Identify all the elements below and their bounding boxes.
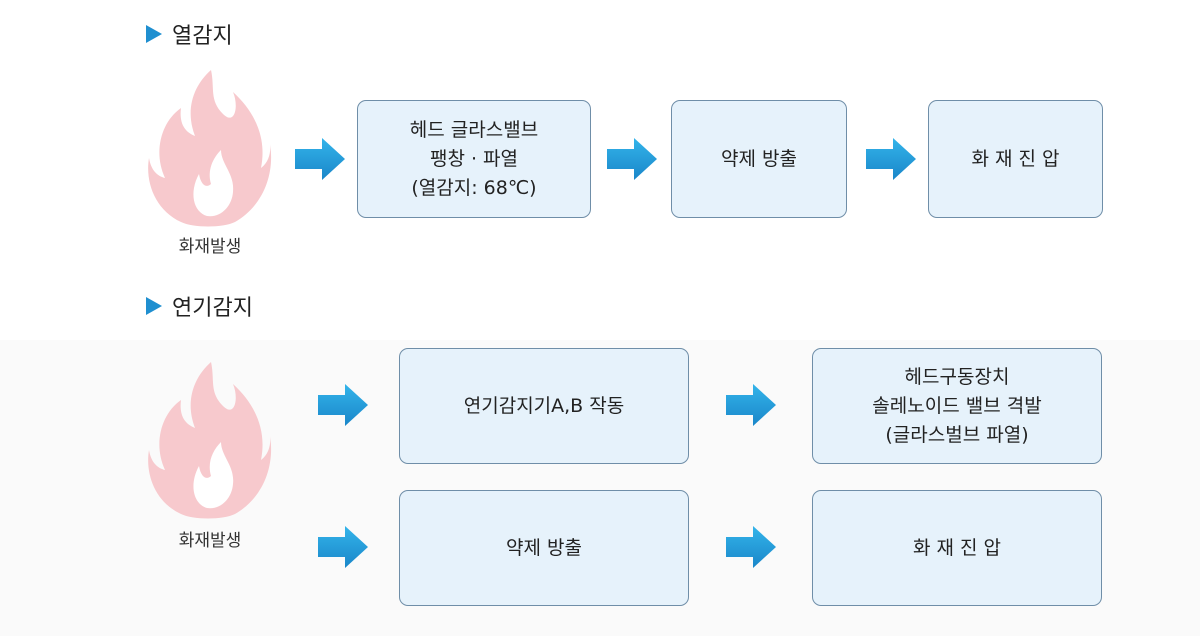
triangle-bullet-icon	[146, 297, 162, 315]
smoke-arrow-icon-4	[726, 526, 776, 568]
smoke-arrow-icon-3	[318, 526, 368, 568]
smoke-arrow-icon-1	[318, 384, 368, 426]
fire-icon	[148, 70, 272, 227]
smoke-arrow-icon-2	[726, 384, 776, 426]
smoke-step-agent-discharge: 약제 방출	[399, 490, 689, 606]
smoke-step-detector-activation: 연기감지기A,B 작동	[399, 348, 689, 464]
heat-detection-heading: 열감지	[146, 18, 233, 50]
heat-step-fire-suppression: 화 재 진 압	[928, 100, 1103, 218]
heat-step-agent-discharge: 약제 방출	[671, 100, 847, 218]
smoke-heading-text: 연기감지	[172, 296, 253, 321]
heat-step-glass-bulb: 헤드 글라스밸브 팽창 · 파열 (열감지: 68℃)	[357, 100, 591, 218]
heat-fire-label: 화재발생	[178, 237, 242, 257]
smoke-fire-label: 화재발생	[178, 531, 242, 551]
triangle-bullet-icon	[146, 25, 162, 43]
fire-icon	[148, 362, 272, 519]
smoke-step-solenoid-valve: 헤드구동장치 솔레노이드 밸브 격발 (글라스벌브 파열)	[812, 348, 1102, 464]
smoke-detection-heading: 연기감지	[146, 290, 253, 322]
heat-heading-text: 열감지	[172, 24, 233, 49]
heat-arrow-icon-1	[295, 138, 345, 180]
heat-arrow-icon-2	[607, 138, 657, 180]
smoke-step-fire-suppression: 화 재 진 압	[812, 490, 1102, 606]
heat-arrow-icon-3	[866, 138, 916, 180]
